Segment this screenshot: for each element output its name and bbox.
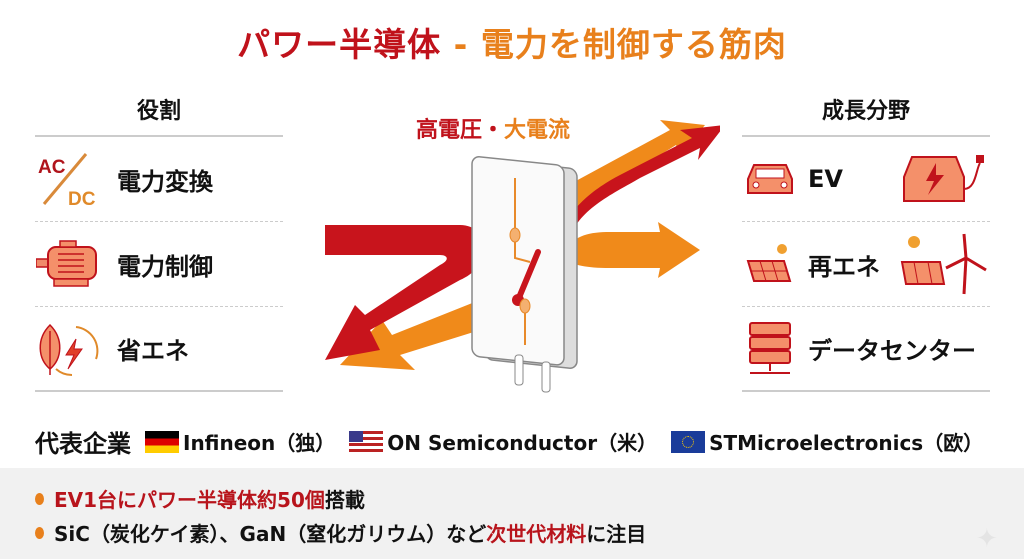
role-label: 電力変換 (117, 167, 213, 196)
company-name: STMicroelectronics（欧） (709, 431, 984, 455)
list-item: 再エネ (742, 222, 990, 307)
role-label: 省エネ (117, 337, 189, 365)
ev-charging-icon (903, 155, 984, 202)
notes-band (0, 468, 1024, 559)
companies-row: 代表企業 Infineon（独） ON Semiconductor（米） STM… (35, 424, 983, 459)
red-arrow-upper-right (560, 125, 720, 240)
germany-flag-icon (145, 430, 179, 453)
orange-arrow-right (565, 222, 700, 278)
red-arrow-left (325, 225, 485, 360)
server-icon (742, 319, 798, 379)
orange-arrow-upper-right (550, 120, 705, 218)
bullet-dot (35, 492, 44, 505)
list-item: データセンター (742, 307, 990, 392)
list-item: 省エネ (35, 307, 283, 392)
companies-header: 代表企業 (35, 430, 131, 458)
svg-text:AC: AC (38, 157, 66, 178)
list-item: 電力制御 (35, 222, 283, 307)
eu-flag-icon (671, 430, 706, 453)
list-item: EV (742, 137, 990, 222)
growth-panel: 成長分野 EV 再エネ データセンター (742, 95, 990, 392)
note-item: SiC（炭化ケイ素）、GaN（窒化ガリウム）など次世代材料に注目 (35, 518, 646, 547)
power-semiconductor-diagram (325, 120, 720, 393)
usa-flag-icon (349, 430, 384, 453)
leaf-lightning-cycle-icon (35, 319, 107, 379)
growth-label: EV (808, 165, 843, 193)
chip-icon (471, 156, 578, 393)
growth-label: データセンター (808, 337, 976, 365)
motor-icon (35, 234, 107, 294)
company-name: ON Semiconductor（米） (387, 431, 658, 455)
wind-solar-icon (900, 233, 987, 295)
bullet-dot (35, 526, 44, 539)
solar-panel-icon (742, 234, 798, 294)
growth-label: 再エネ (808, 252, 880, 281)
company-name: Infineon（独） (183, 431, 336, 455)
svg-text:DC: DC (68, 189, 96, 209)
roles-header: 役割 (35, 95, 283, 137)
car-icon (742, 149, 798, 209)
note-item: EV1台にパワー半導体約50個搭載 (35, 484, 365, 513)
growth-header: 成長分野 (742, 95, 990, 137)
role-label: 電力制御 (117, 252, 213, 281)
center-caption: 高電圧・大電流 (416, 118, 571, 143)
page-title: パワー半導体 - 電力を制御する筋肉 (237, 25, 787, 64)
sparkle-icon: ✦ (976, 524, 998, 554)
